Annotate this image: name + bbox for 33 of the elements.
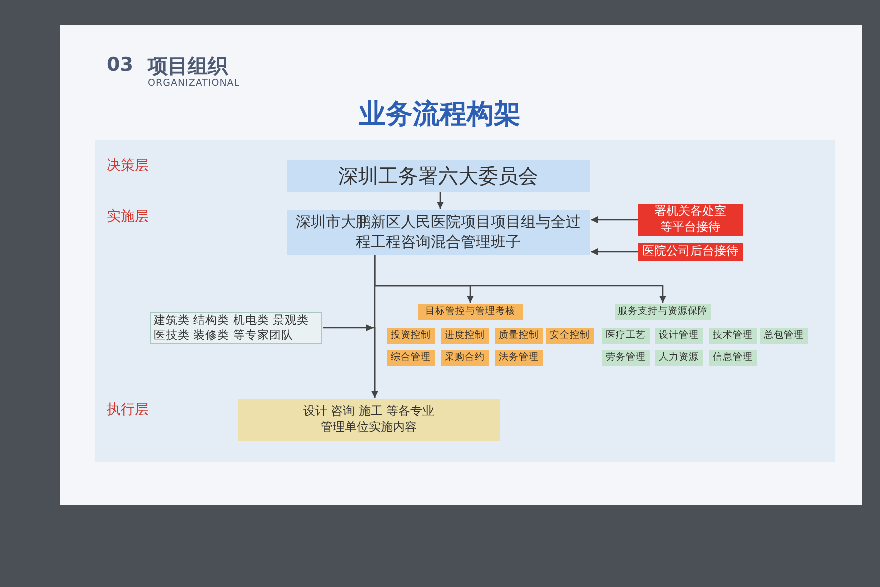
control-box: 法务管理 [495, 350, 543, 366]
arrow [591, 248, 638, 256]
layer-label: 执行层 [107, 401, 149, 419]
service-box: 劳务管理 [602, 350, 650, 366]
control-box: 安全控制 [546, 328, 594, 344]
service-box: 总包管理 [760, 328, 808, 344]
service-box: 信息管理 [709, 350, 757, 366]
arrow [591, 216, 638, 224]
layer-label: 决策层 [107, 157, 149, 175]
arrow [437, 192, 444, 209]
reception-box: 署机关各处室等平台接待 [638, 204, 743, 236]
control-box: 目标管控与管理考核 [418, 304, 523, 320]
service-box: 设计管理 [655, 328, 703, 344]
committee-box: 深圳工务署六大委员会 [287, 160, 590, 192]
service-box: 技术管理 [709, 328, 757, 344]
service-box: 人力资源 [655, 350, 703, 366]
title: 业务流程构架 [358, 98, 522, 132]
execution-box: 设计 咨询 施工 等各专业管理单位实施内容 [238, 399, 500, 441]
section-subtitle: ORGANIZATIONAL [148, 78, 240, 89]
control-box: 采购合约 [441, 350, 489, 366]
reception-box: 医院公司后台接待 [638, 243, 743, 261]
control-box: 投资控制 [387, 328, 435, 344]
control-box: 综合管理 [387, 350, 435, 366]
control-box: 进度控制 [441, 328, 489, 344]
layer-label: 实施层 [107, 208, 149, 226]
section-title: 项目组织 [148, 53, 228, 79]
section-number: 03 [107, 54, 134, 76]
service-box: 医疗工艺 [602, 328, 650, 344]
control-box: 质量控制 [495, 328, 543, 344]
project-team-box: 深圳市大鹏新区人民医院项目项目组与全过程工程咨询混合管理班子 [287, 210, 590, 255]
service-box: 服务支持与资源保障 [615, 304, 711, 320]
expert-team-box: 建筑类 结构类 机电类 景观类医技类 装修类 等专家团队 [150, 312, 322, 344]
arrow [323, 324, 378, 398]
